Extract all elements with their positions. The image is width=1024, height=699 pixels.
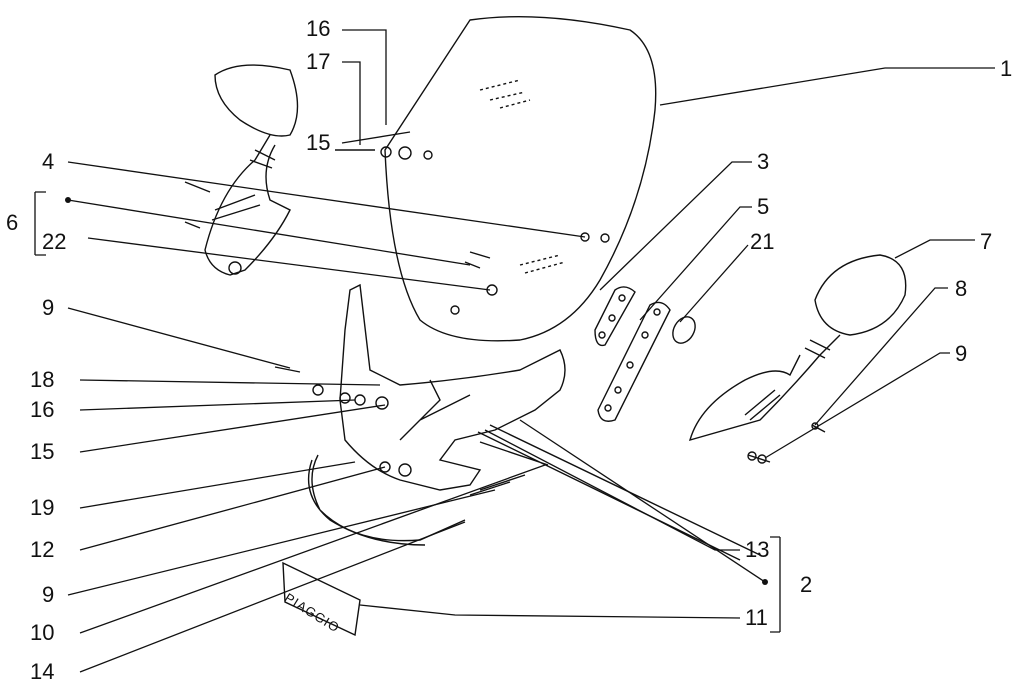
callout-19: 19: [30, 495, 55, 520]
callout-13: 13: [745, 537, 770, 562]
bracket-5: [597, 301, 671, 422]
callout-22: 22: [42, 229, 67, 254]
callout-16: 16: [30, 397, 55, 422]
callout-8: 8: [955, 276, 968, 301]
callout-14: 14: [30, 659, 55, 684]
callout-1: 1: [1000, 56, 1013, 81]
logo-plate: [282, 561, 361, 637]
callout-11: 11: [745, 605, 768, 630]
callout-12: 12: [30, 537, 55, 562]
callout-10: 10: [30, 620, 55, 645]
callout-21: 21: [750, 229, 775, 254]
support-bracket: [339, 283, 566, 491]
callout-9: 9: [42, 582, 55, 607]
callout-3: 3: [757, 149, 770, 174]
callout-2: 2: [800, 572, 813, 597]
left-mirror: [214, 64, 299, 137]
callout-17: 17: [306, 49, 331, 74]
callout-16: 16: [306, 16, 331, 41]
callout-7: 7: [980, 229, 993, 254]
callout-5: 5: [757, 194, 770, 219]
callout-4: 4: [42, 149, 55, 174]
callout-9: 9: [955, 341, 968, 366]
callout-18: 18: [30, 367, 55, 392]
right-mirror: [814, 254, 907, 336]
bracket-3: [594, 286, 636, 347]
callout-9: 9: [42, 295, 55, 320]
callout-15: 15: [30, 439, 55, 464]
gasket-21: [672, 316, 696, 344]
callout-6: 6: [6, 210, 19, 235]
callout-15: 15: [306, 130, 331, 155]
windshield: [384, 15, 657, 342]
